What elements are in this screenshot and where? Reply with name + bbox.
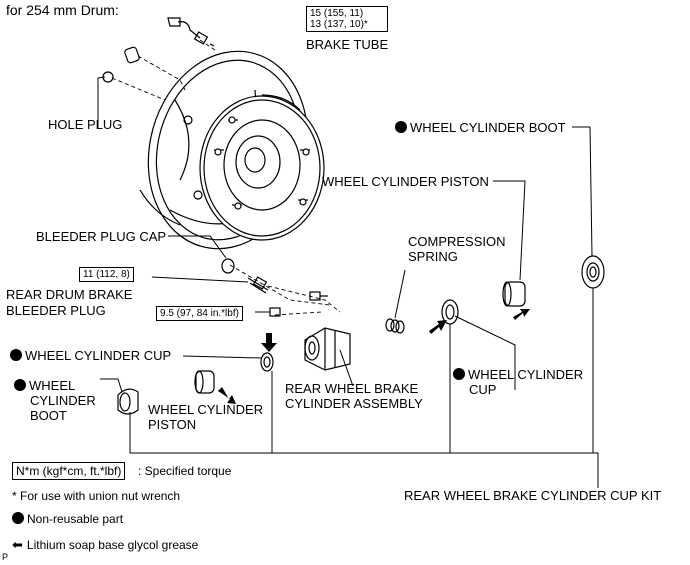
brake-tube-part bbox=[167, 17, 215, 47]
legend-grease: ⬅Lithium soap base glycol grease bbox=[12, 537, 198, 553]
torque-brake-tube-2: 13 (137, 10)* bbox=[310, 19, 368, 30]
cup-right-line-1: WHEEL CYLINDER bbox=[468, 367, 584, 382]
footer-code: P bbox=[2, 552, 9, 562]
legend-torque-unit: N*m (kgf*cm, ft.*lbf) bbox=[12, 462, 126, 480]
compression-spring-part bbox=[385, 318, 405, 334]
wheel-cylinder-piston-right-label: WHEEL CYLINDER PISTON bbox=[322, 174, 489, 189]
spring-line-2: SPRING bbox=[408, 249, 458, 264]
boot-left-line-2: CYLINDER bbox=[30, 393, 96, 408]
grease-arrow-icon: ⬅ bbox=[12, 537, 23, 552]
wheel-cylinder-boot-left-label: WHEEL CYLINDER BOOT bbox=[14, 378, 96, 423]
left-piston-part bbox=[194, 370, 215, 394]
hole-plug-label: HOLE PLUG bbox=[48, 117, 123, 132]
boot-right-text: WHEEL CYLINDER BOOT bbox=[410, 120, 566, 135]
legend-grease-text: Lithium soap base glycol grease bbox=[26, 538, 199, 552]
torque-box-cylinder-bolt: 9.5 (97, 84 in.*lbf) bbox=[156, 306, 243, 321]
wheel-cylinder-boot-right-label: WHEEL CYLINDER BOOT bbox=[395, 120, 566, 135]
boot-left-line-1: WHEEL bbox=[29, 378, 76, 393]
non-reusable-bullet-icon bbox=[10, 349, 22, 361]
compression-spring-label: COMPRESSION SPRING bbox=[408, 234, 506, 264]
wheel-cylinder-cup-left-text: WHEEL CYLINDER CUP bbox=[25, 348, 172, 363]
wheel-cylinder-cup-left-label: WHEEL CYLINDER CUP bbox=[10, 348, 171, 363]
torque-box-bleeder-plug: 11 (112, 8) bbox=[79, 267, 134, 282]
boot-left-line-3: BOOT bbox=[30, 408, 67, 423]
non-reusable-bullet-icon bbox=[12, 512, 24, 524]
hole-plug-part bbox=[102, 46, 140, 83]
page-title: for 254 mm Drum: bbox=[6, 2, 119, 18]
drum-hub bbox=[199, 94, 325, 241]
piston-left-line-2: PISTON bbox=[148, 417, 197, 432]
bleeder-plug-cap-label: BLEEDER PLUG CAP bbox=[36, 229, 167, 244]
legend-torque-desc: : Specified torque bbox=[138, 464, 232, 478]
right-boot-part bbox=[581, 255, 605, 289]
torque-brake-tube-1: 15 (155, 11) bbox=[310, 8, 364, 19]
torque-box-brake-tube: 15 (155, 11) 13 (137, 10)* bbox=[306, 6, 388, 32]
left-cup-part bbox=[260, 352, 274, 372]
cup-kit-label: REAR WHEEL BRAKE CYLINDER CUP KIT bbox=[404, 488, 662, 503]
right-piston-part bbox=[502, 281, 526, 307]
left-boot-part bbox=[117, 388, 139, 415]
bleeder-plug-label-1: REAR DRUM BRAKE bbox=[6, 287, 133, 302]
piston-left-line-1: WHEEL CYLINDER bbox=[148, 402, 264, 417]
cylinder-assembly-label: REAR WHEEL BRAKE CYLINDER ASSEMBLY bbox=[285, 381, 423, 411]
spring-line-1: COMPRESSION bbox=[408, 234, 506, 249]
non-reusable-bullet-icon bbox=[395, 121, 407, 133]
non-reusable-bullet-icon bbox=[453, 368, 465, 380]
cylinder-assembly bbox=[304, 327, 351, 371]
bleeder-plug-label-2: BLEEDER PLUG bbox=[6, 303, 106, 318]
torque-cylinder-bolt: 9.5 (97, 84 in.*lbf) bbox=[160, 308, 239, 319]
torque-bleeder-plug: 11 (112, 8) bbox=[83, 269, 130, 280]
legend-union-nut: * For use with union nut wrench bbox=[12, 489, 181, 503]
wheel-cylinder-piston-left-label: WHEEL CYLINDER PISTON bbox=[148, 402, 263, 432]
legend-non-reusable-text: Non-reusable part bbox=[27, 512, 124, 526]
assembly-line-1: REAR WHEEL BRAKE bbox=[285, 381, 419, 396]
non-reusable-bullet-icon bbox=[14, 379, 26, 391]
wheel-cylinder-cup-right-label: WHEEL CYLINDER CUP bbox=[453, 367, 583, 397]
brake-tube-label: BRAKE TUBE bbox=[306, 37, 389, 52]
assembly-line-2: CYLINDER ASSEMBLY bbox=[285, 396, 423, 411]
legend-non-reusable: Non-reusable part bbox=[12, 512, 123, 527]
cup-right-line-2: CUP bbox=[469, 382, 497, 397]
